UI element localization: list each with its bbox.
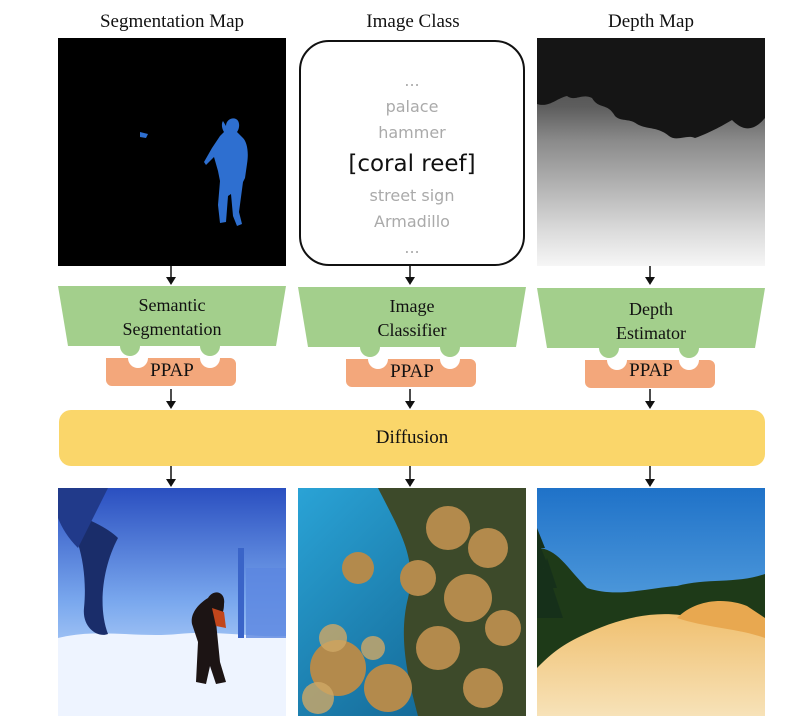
output-image-segmentation bbox=[58, 488, 286, 716]
model-label-line1: Semantic bbox=[138, 295, 206, 315]
arrow-down-icon bbox=[166, 466, 176, 487]
model-label-line1: Depth bbox=[629, 299, 673, 319]
image-classifier-model: Image Classifier PPAP bbox=[298, 287, 526, 389]
diffusion-block: Diffusion bbox=[59, 410, 765, 466]
depth-map-image bbox=[537, 38, 765, 266]
class-item: palace bbox=[385, 97, 439, 116]
selected-class-item: [coral reef] bbox=[348, 151, 476, 177]
depth-estimator-model: Depth Estimator PPAP bbox=[537, 288, 765, 390]
model-label-line2: Classifier bbox=[377, 320, 447, 340]
depth-dark-region bbox=[537, 38, 765, 139]
coral-reef-illustration bbox=[298, 488, 526, 716]
model-shapes bbox=[537, 288, 765, 388]
arrow-down-icon bbox=[645, 389, 655, 409]
class-item: Armadillo bbox=[374, 212, 450, 231]
hillside-illustration bbox=[537, 488, 765, 716]
class-item: ... bbox=[404, 238, 420, 257]
class-item: ... bbox=[404, 71, 420, 90]
arrow-down-icon bbox=[166, 389, 176, 409]
ppap-label: PPAP bbox=[150, 360, 194, 381]
image-class-title: Image Class bbox=[366, 11, 460, 32]
model-label-line2: Segmentation bbox=[122, 319, 222, 339]
arrow-down-icon bbox=[166, 266, 176, 285]
model-label-line2: Estimator bbox=[616, 323, 686, 343]
arrow-down-icon bbox=[405, 266, 415, 285]
arrow-down-icon bbox=[405, 389, 415, 409]
ppap-label: PPAP bbox=[629, 360, 673, 381]
arrow-down-icon bbox=[405, 466, 415, 487]
depth-map-title: Depth Map bbox=[607, 11, 694, 32]
segmentation-map-image bbox=[58, 38, 286, 266]
class-list: ... palace hammer [coral reef] street si… bbox=[301, 68, 523, 261]
ppap-label: PPAP bbox=[390, 361, 434, 382]
output-image-depth bbox=[537, 488, 765, 716]
class-item: hammer bbox=[378, 123, 446, 142]
segmentation-map-title: Segmentation Map bbox=[99, 11, 245, 32]
person-silhouette-icon bbox=[140, 118, 248, 226]
arrow-down-icon bbox=[645, 266, 655, 285]
diffusion-label: Diffusion bbox=[375, 427, 449, 448]
model-label-line1: Image bbox=[389, 296, 435, 316]
class-item: street sign bbox=[369, 186, 455, 205]
snow-scene-illustration bbox=[58, 488, 286, 716]
model-shapes bbox=[58, 286, 286, 386]
image-class-box: ... palace hammer [coral reef] street si… bbox=[299, 40, 525, 266]
output-image-classification bbox=[298, 488, 526, 716]
model-shapes bbox=[298, 287, 526, 387]
semantic-segmentation-model: Semantic Segmentation PPAP bbox=[58, 286, 286, 388]
arrow-down-icon bbox=[645, 466, 655, 487]
